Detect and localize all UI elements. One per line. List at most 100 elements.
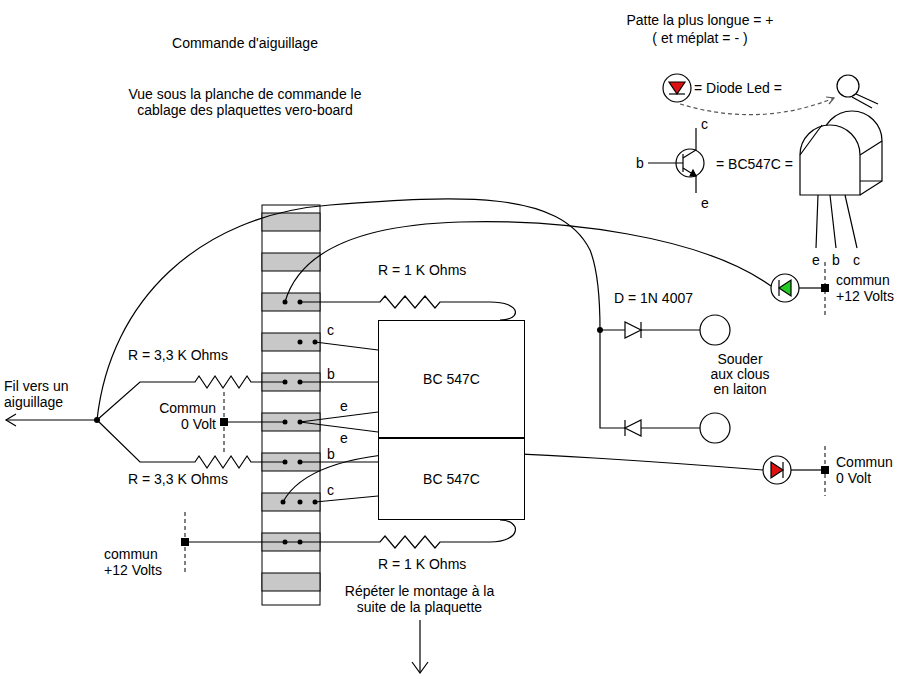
wire bbox=[791, 469, 821, 470]
terminal-square bbox=[220, 418, 228, 426]
wire bbox=[315, 342, 378, 350]
wire bbox=[300, 520, 515, 548]
wire bbox=[315, 496, 378, 502]
pin-name: e bbox=[340, 398, 348, 414]
led-symbol bbox=[771, 274, 799, 302]
wire bbox=[300, 461, 378, 462]
solder-dot bbox=[313, 340, 318, 345]
solder-dot bbox=[298, 500, 303, 505]
supply-label: Commun 0 Volt bbox=[156, 400, 216, 432]
wire bbox=[419, 620, 420, 673]
to92-package bbox=[816, 195, 857, 248]
pin-name: b bbox=[636, 155, 644, 171]
repeat-note: Répéter le montage à la suite de la plaq… bbox=[337, 583, 502, 615]
solder-dot bbox=[298, 540, 303, 545]
terminal-square bbox=[181, 284, 829, 546]
to92-package bbox=[800, 111, 882, 248]
led-outline bbox=[856, 94, 878, 104]
veroboard bbox=[262, 205, 320, 605]
supply-label: Commun 0 Volt bbox=[836, 454, 896, 486]
led-outline bbox=[837, 75, 859, 97]
wire bbox=[600, 330, 700, 428]
transistor-symbol bbox=[648, 162, 683, 163]
solder-dot bbox=[281, 500, 286, 505]
transistor-box: BC 547C bbox=[378, 320, 525, 438]
led-outline bbox=[852, 97, 872, 108]
solder-dot bbox=[94, 300, 603, 545]
wire bbox=[6, 199, 821, 673]
terminal-square bbox=[821, 466, 829, 474]
solder-dot bbox=[298, 300, 303, 305]
brass-nail bbox=[700, 315, 730, 345]
led-symbol bbox=[763, 456, 791, 484]
part-name: BC 547C bbox=[423, 471, 480, 487]
supply-label: commun +12 Volts bbox=[104, 546, 178, 578]
led-symbol bbox=[782, 462, 783, 478]
transistor-symbol bbox=[683, 128, 696, 158]
solder-dot bbox=[283, 420, 288, 425]
veroboard bbox=[262, 493, 320, 511]
diode-symbol bbox=[624, 420, 625, 436]
solder-dot bbox=[298, 420, 303, 425]
resistor-value: R = 1 K Ohms bbox=[378, 262, 466, 278]
part-name: BC 547C bbox=[423, 371, 480, 387]
terminal-square bbox=[821, 284, 829, 292]
to92-package bbox=[800, 125, 860, 195]
diode-symbol bbox=[640, 322, 641, 338]
solder-dot bbox=[313, 500, 318, 505]
diode-value: D = 1N 4007 bbox=[614, 290, 693, 306]
diode-symbol bbox=[625, 420, 641, 436]
wire bbox=[300, 296, 515, 320]
title-text: Commande d'aiguillage bbox=[120, 35, 370, 51]
wire bbox=[285, 222, 771, 302]
pin-name: e bbox=[701, 195, 709, 211]
diode-symbol bbox=[625, 322, 641, 338]
veroboard bbox=[262, 333, 320, 351]
wire bbox=[412, 662, 428, 673]
solder-dot bbox=[283, 380, 288, 385]
pin-name: c bbox=[327, 482, 334, 498]
wire-label: Fil vers un aiguillage bbox=[4, 378, 88, 410]
pin-name: c bbox=[701, 116, 708, 132]
led-symbol bbox=[778, 280, 779, 296]
led-symbol bbox=[779, 280, 791, 296]
pin-name: b bbox=[327, 366, 335, 382]
resistor-value: R = 3,3 K Ohms bbox=[128, 471, 228, 487]
symbol-caption: = BC547C = bbox=[716, 156, 793, 172]
solder-dot bbox=[283, 540, 288, 545]
solder-dot bbox=[298, 460, 303, 465]
symbol-caption: = Diode Led = bbox=[694, 80, 782, 96]
wire bbox=[600, 329, 700, 330]
diode-symbol bbox=[625, 322, 641, 436]
led-symbol bbox=[771, 462, 783, 478]
brass-nail bbox=[700, 413, 730, 443]
resistor-value: R = 1 K Ohms bbox=[378, 556, 466, 572]
wire bbox=[300, 422, 378, 432]
veroboard bbox=[262, 205, 320, 605]
subtitle-note: Vue sous la planche de commande le cabla… bbox=[120, 86, 370, 118]
led-outline bbox=[826, 97, 834, 104]
transistor-symbol bbox=[690, 170, 696, 176]
solder-dot bbox=[283, 300, 288, 305]
wire bbox=[6, 414, 16, 426]
wire bbox=[228, 421, 285, 422]
transistor-box: BC 547C bbox=[378, 438, 525, 520]
solder-dot bbox=[597, 327, 603, 333]
supply-label: commun +12 Volts bbox=[836, 272, 904, 304]
solder-dot bbox=[298, 380, 303, 385]
resistor-value: R = 3,3 K Ohms bbox=[128, 347, 228, 363]
led-symbol bbox=[663, 74, 799, 484]
terminal-square bbox=[181, 538, 189, 546]
led-outline bbox=[680, 98, 834, 115]
pin-name: c bbox=[853, 252, 860, 268]
led-outline bbox=[680, 75, 878, 115]
pin-name: b bbox=[327, 446, 335, 462]
wire bbox=[300, 381, 378, 382]
led-symbol bbox=[663, 74, 691, 102]
transistor-symbol bbox=[683, 168, 696, 193]
transistor-symbol bbox=[682, 154, 683, 172]
led-symbol bbox=[669, 93, 685, 94]
legend-note: ( et méplat = - ) bbox=[600, 30, 800, 46]
solder-dot bbox=[94, 417, 100, 423]
